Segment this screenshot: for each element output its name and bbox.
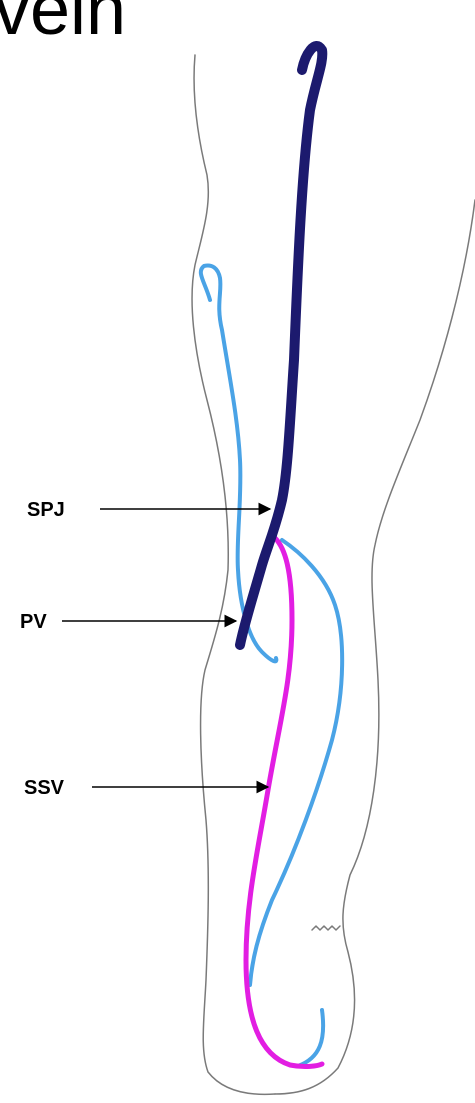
label-ssv: SSV xyxy=(24,777,65,799)
deep-vein xyxy=(240,46,322,645)
superficial-veins xyxy=(201,266,342,1067)
diagram-title: vein xyxy=(0,0,126,50)
light-blue-vein-upper xyxy=(201,266,277,662)
label-spj: SPJ xyxy=(27,499,65,521)
light-blue-vein-lower xyxy=(250,540,342,985)
label-pv: PV xyxy=(20,611,47,633)
light-blue-vein-foot xyxy=(298,1010,323,1066)
leg-outline xyxy=(192,55,475,1094)
toe-marks xyxy=(312,926,340,930)
leg-outline-right xyxy=(275,200,475,1094)
